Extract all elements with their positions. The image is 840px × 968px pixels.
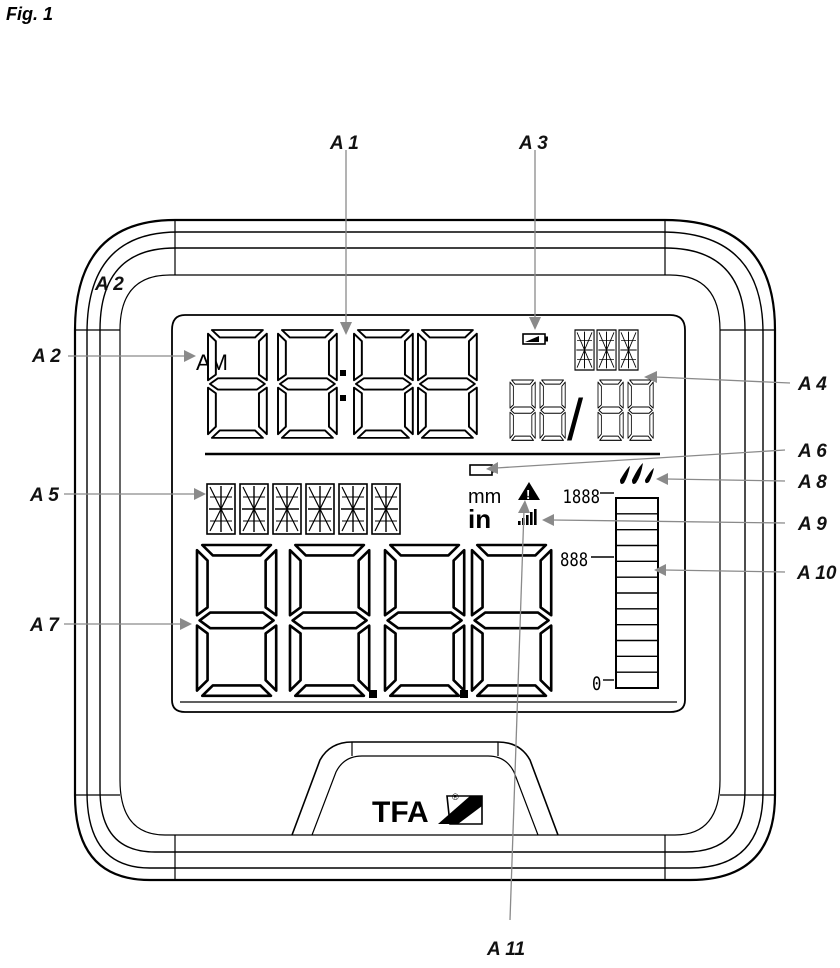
registered-mark: ® <box>452 792 459 802</box>
date-display: / <box>509 379 654 453</box>
lcd-screen <box>171 314 686 713</box>
weekday-display <box>574 329 639 371</box>
warning-triangle-icon: ! <box>518 482 540 502</box>
time-display: AM <box>196 329 478 439</box>
label-a3: A 3 <box>518 133 548 154</box>
label-a11: A 11 <box>486 939 525 960</box>
decimal-point-2 <box>460 690 468 698</box>
label-a10: A 10 <box>796 563 837 584</box>
unit-in: in <box>468 504 491 534</box>
label-a6: A 6 <box>797 441 827 462</box>
time-colon-top <box>340 370 346 376</box>
housing-notch <box>291 741 559 836</box>
label-a5: A 5 <box>29 485 59 506</box>
rainfall-display <box>195 543 553 698</box>
battery-icon <box>522 333 548 345</box>
label-a4: A 4 <box>797 374 827 395</box>
label-a1: A 1 <box>329 133 359 154</box>
brand-text: TFA <box>372 796 429 829</box>
scale-mid-label: 888 <box>560 550 588 572</box>
raindrops-icon <box>620 463 654 484</box>
unit-mm: mm <box>468 486 501 508</box>
figure-title: Fig. 1 <box>6 4 53 24</box>
label-a2-top: A 2 <box>94 274 124 295</box>
scale-bottom-label: 0 <box>592 674 601 696</box>
scale-top-label: 1888 <box>563 487 600 509</box>
time-colon-bottom <box>340 395 346 401</box>
label-a7: A 7 <box>29 615 60 636</box>
rain-bar-graph <box>615 497 659 689</box>
decimal-point-1 <box>369 690 377 698</box>
leader-lines <box>64 150 791 921</box>
tfa-logo: TFA ® <box>372 792 483 829</box>
date-separator: / <box>567 388 584 453</box>
label-a9: A 9 <box>797 514 827 535</box>
label-a2: A 2 <box>31 346 61 367</box>
alert-symbol: ! <box>526 487 530 502</box>
label-a8: A 8 <box>797 472 827 493</box>
